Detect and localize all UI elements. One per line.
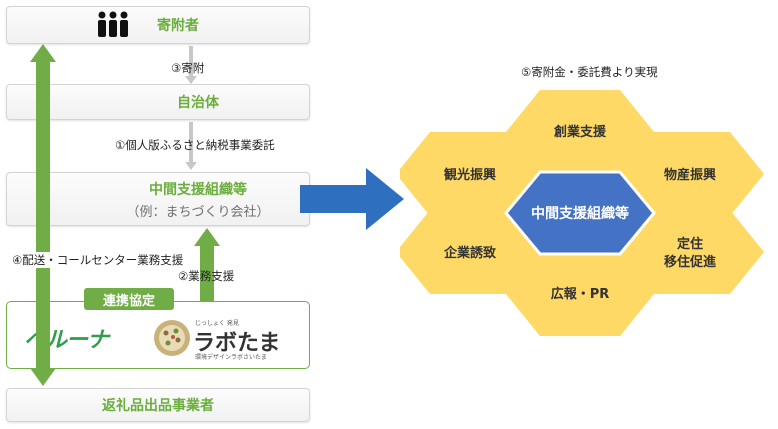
labotama-subtitle: 環境デザインラボさいたま xyxy=(195,354,267,361)
delivery-arrow-down xyxy=(30,368,56,386)
support-arrow-up xyxy=(194,228,220,246)
partnership-label: 連携協定 xyxy=(102,293,155,309)
delivery-arrow-up xyxy=(30,44,56,62)
hex-center-label: 中間支援組織等 xyxy=(531,205,629,222)
labotama-name: ラボたま xyxy=(193,331,281,356)
hex-center xyxy=(504,170,656,256)
intermediary-box: 中間支援組織等 （例：まちづくり会社） xyxy=(6,172,310,226)
big-right-arrow xyxy=(300,168,404,230)
step1-label: ①個人版ふるさと納税事業委託 xyxy=(115,138,275,152)
hex-lower-right-label-2: 移住促進 xyxy=(664,254,716,270)
hex-upper-right-label: 物産振興 xyxy=(664,167,716,183)
result-caption: ⑤寄附金・委託費より実現 xyxy=(521,65,658,79)
labotama-tagline: じっしょく 発見 xyxy=(195,320,239,327)
hex-lower-left xyxy=(400,210,544,294)
intermediary-example: （例：まちづくり会社） xyxy=(126,204,270,220)
hex-upper-left xyxy=(400,132,544,216)
municipality-label: 自治体 xyxy=(177,95,219,111)
donor-label: 寄附者 xyxy=(157,18,199,34)
returns-label: 返礼品出品事業者 xyxy=(102,398,214,414)
step2-label: ②業務支援 xyxy=(178,269,235,283)
labotama-logo-mark xyxy=(154,320,190,356)
support-arrow-shaft xyxy=(200,246,214,302)
hex-bottom xyxy=(506,252,654,336)
hex-bottom-label: 広報・PR xyxy=(551,286,610,302)
hex-top xyxy=(506,90,654,174)
intermediary-label: 中間支援組織等 xyxy=(149,181,247,198)
step3-label: ③寄附 xyxy=(171,61,205,75)
hex-lower-right-label-1: 定住 xyxy=(676,236,703,252)
hex-upper-left-label: 観光振興 xyxy=(443,167,496,183)
hex-cluster: 創業支援 観光振興 物産振興 企業誘致 定住 移住促進 広報・PR 中間支援組織… xyxy=(400,90,764,336)
hex-lower-right xyxy=(616,210,764,294)
hex-top-label: 創業支援 xyxy=(553,124,607,140)
hex-lower-left-label: 企業誘致 xyxy=(443,245,497,261)
hex-upper-right xyxy=(616,132,764,216)
step4-label: ④配送・コールセンター業務支援 xyxy=(12,252,184,268)
donor-box: 寄附者 xyxy=(6,6,310,44)
returns-box: 返礼品出品事業者 xyxy=(6,388,310,422)
municipality-box: 自治体 xyxy=(6,84,310,120)
partnership-tab: 連携協定 xyxy=(84,288,174,310)
people-icon xyxy=(98,11,128,37)
delivery-arrow-shaft xyxy=(36,62,50,368)
